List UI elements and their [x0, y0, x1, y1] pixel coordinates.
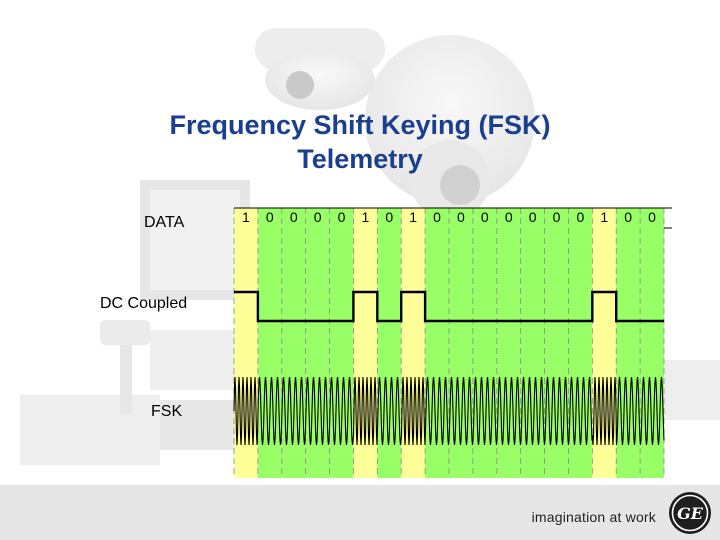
- bit-column: [640, 208, 664, 478]
- bit-column: [568, 208, 593, 478]
- bit-label: 0: [314, 209, 322, 225]
- bit-label: 0: [338, 209, 346, 225]
- bit-column: [616, 208, 641, 478]
- background-camera-art: [20, 28, 720, 465]
- bit-label: 1: [242, 209, 250, 225]
- bit-label: 1: [361, 209, 369, 225]
- bit-column: [520, 208, 545, 478]
- bit-column: [377, 208, 402, 478]
- bit-label: 1: [600, 209, 608, 225]
- title-line-2: Telemetry: [297, 144, 423, 174]
- dc-coupled-waveform: [234, 290, 664, 323]
- fsk-waveform: [233, 376, 665, 446]
- fsk-row-label: FSK: [151, 403, 183, 420]
- bit-label: 0: [290, 209, 298, 225]
- dc-coupled-row-label: DC Coupled: [100, 295, 188, 312]
- bit-label: 0: [505, 209, 513, 225]
- footer-bar: [0, 485, 720, 540]
- bit-column: [449, 208, 473, 478]
- bit-column: [544, 208, 569, 478]
- bit-label: 0: [576, 209, 584, 225]
- bit-label: 0: [624, 209, 632, 225]
- bit-label: 0: [481, 209, 489, 225]
- bit-column: [353, 208, 378, 478]
- bit-column: [496, 208, 521, 478]
- bit-column: [401, 208, 426, 478]
- bit-label: 0: [266, 209, 274, 225]
- bit-label: 0: [553, 209, 561, 225]
- footer-tagline: imagination at work: [531, 509, 656, 525]
- bit-label: 0: [433, 209, 441, 225]
- bit-label: 0: [529, 209, 537, 225]
- bit-label: 0: [648, 209, 656, 225]
- bit-label: 1: [409, 209, 417, 225]
- title-line-1: Frequency Shift Keying (FSK): [169, 110, 551, 140]
- logo-text: GE: [677, 504, 704, 523]
- bit-column: [472, 208, 497, 478]
- bit-label: 0: [385, 209, 393, 225]
- camera-dome-icon: [255, 28, 535, 220]
- bit-column: [425, 208, 449, 478]
- slide-title: Frequency Shift Keying (FSK) Telemetry: [0, 108, 720, 176]
- ge-logo-icon: GE: [669, 492, 711, 534]
- data-row-label: DATA: [144, 214, 185, 231]
- bit-label: 0: [457, 209, 465, 225]
